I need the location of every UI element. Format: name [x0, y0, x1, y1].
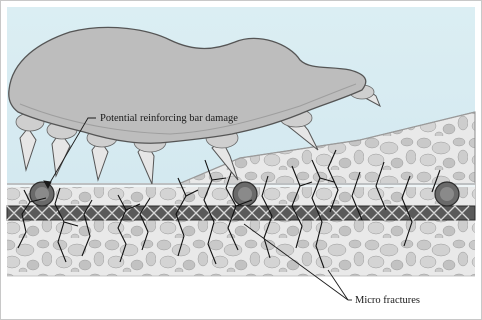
label-potential-reinforcing-bar-damage: Potential reinforcing bar damage	[100, 113, 238, 124]
label-micro-fractures: Micro fractures	[355, 295, 420, 306]
rebar-lattice	[7, 206, 475, 220]
rebar-main	[7, 206, 475, 220]
rebar-bump	[238, 187, 252, 201]
rebar-bump	[440, 187, 454, 201]
